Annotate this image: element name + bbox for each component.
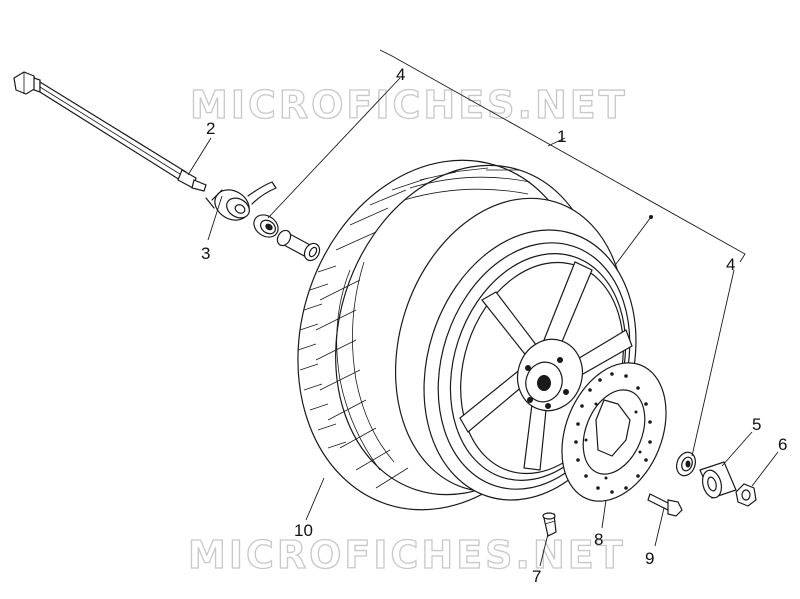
callout-3: 3 xyxy=(201,244,210,263)
disc-bolt-part xyxy=(647,493,683,517)
callout-4-left: 4 xyxy=(396,65,405,84)
spacer-part xyxy=(699,461,737,499)
bearing-left-part xyxy=(253,214,279,238)
callout-10: 10 xyxy=(294,521,313,540)
callout-6: 6 xyxy=(778,435,787,454)
callout-2: 2 xyxy=(206,119,215,138)
callout-4-right: 4 xyxy=(726,255,735,274)
axle-part xyxy=(13,71,207,192)
bearing-right-part xyxy=(675,451,697,477)
watermark-top: MICROFICHES.NET xyxy=(190,83,628,127)
leader-lines xyxy=(187,77,779,567)
brake-disc-part xyxy=(561,362,667,502)
callout-9: 9 xyxy=(645,549,654,568)
callout-1: 1 xyxy=(557,127,566,146)
valve-part xyxy=(542,512,557,537)
callout-7: 7 xyxy=(532,567,541,586)
spacer-sleeve-part xyxy=(276,229,321,262)
watermark-bottom: MICROFICHES.NET xyxy=(188,533,626,577)
assembly-bracket xyxy=(379,49,746,273)
callout-labels: 1 2 3 4 4 5 6 7 8 9 10 xyxy=(201,65,787,586)
speedo-drive-part xyxy=(205,181,277,221)
axle-nut-part xyxy=(735,483,757,507)
callout-5: 5 xyxy=(752,415,761,434)
callout-8: 8 xyxy=(594,530,603,549)
